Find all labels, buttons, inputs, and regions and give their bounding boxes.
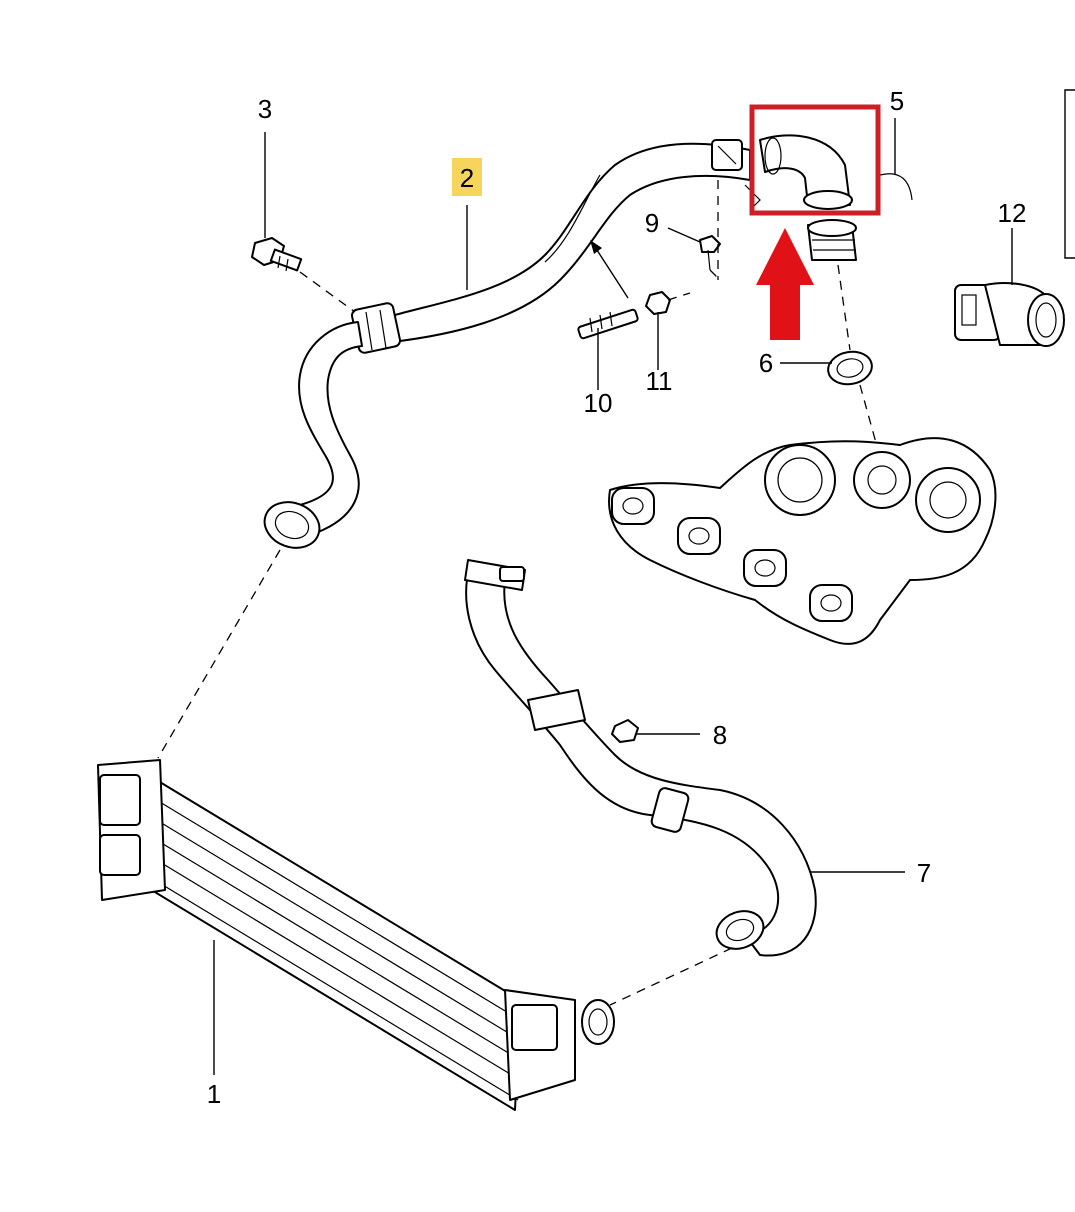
callout-2-highlight bbox=[452, 158, 482, 196]
callout-9: 9 bbox=[645, 208, 659, 238]
callout-11: 11 bbox=[646, 366, 673, 396]
callout-10: 10 bbox=[584, 388, 613, 418]
callout-5: 5 bbox=[890, 86, 904, 116]
part-5-elbow bbox=[744, 134, 913, 261]
callout-8: 8 bbox=[713, 720, 727, 750]
part-6-gasket bbox=[827, 264, 879, 451]
part-2-upper-hose bbox=[263, 139, 751, 549]
part-12-fitting bbox=[954, 282, 1065, 347]
callout-3: 3 bbox=[258, 94, 272, 124]
callout-12: 12 bbox=[998, 198, 1027, 228]
callout-1: 1 bbox=[207, 1079, 221, 1109]
part-7-lower-pipe bbox=[464, 559, 817, 957]
part-8-nut bbox=[611, 719, 639, 743]
callout-6: 6 bbox=[759, 348, 773, 378]
red-arrow bbox=[756, 228, 814, 340]
frame-edge bbox=[1064, 89, 1075, 259]
part-10-stud bbox=[577, 308, 639, 340]
highlight-box bbox=[749, 104, 881, 216]
callout-7: 7 bbox=[917, 858, 931, 888]
part-9-bolt bbox=[699, 180, 721, 281]
part-1-intercooler bbox=[97, 759, 615, 1111]
leader-9 bbox=[667, 227, 701, 243]
part-3-bolt bbox=[251, 237, 356, 313]
turbo-manifold bbox=[608, 437, 997, 645]
callout-2: 2 bbox=[460, 163, 474, 193]
part-11-nut bbox=[645, 291, 691, 315]
